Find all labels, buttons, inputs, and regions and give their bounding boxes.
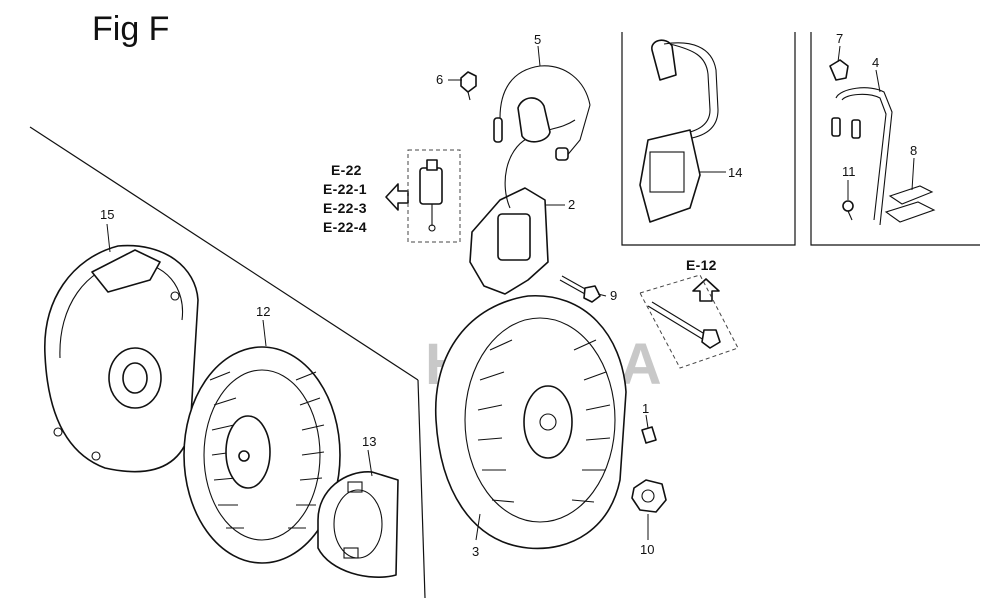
callout-7: 7 [836,31,843,46]
callout-9: 9 [610,288,617,303]
bolt-ref-box [639,274,739,369]
starter-pulley-part-13 [317,471,399,578]
screw-part-11 [842,200,854,221]
callout-10: 10 [640,542,654,557]
divider-line-vertical [417,379,426,599]
callout-14: 14 [728,165,742,180]
reference-e22-4: E-22-4 [323,219,367,235]
callout-4: 4 [872,55,879,70]
callout-6: 6 [436,72,443,87]
callout-2: 2 [568,197,575,212]
callout-12: 12 [256,304,270,319]
terminal-part-8 [884,185,936,223]
wire-harness-frame [810,32,980,246]
ignition-coil-part-2 [469,119,576,295]
flywheel-part-3 [434,295,627,550]
reference-e22-3: E-22-3 [323,200,367,216]
bolt-part-6 [460,71,477,101]
callout-15: 15 [100,207,114,222]
spark-plug-cap-part-5 [493,65,591,161]
figure-title: Fig F [92,10,170,48]
reference-arrow-left [385,183,409,211]
ignition-coil-frame [621,32,796,246]
reference-arrow-up [692,278,720,302]
callout-3: 3 [472,544,479,559]
switch-part [419,159,443,232]
callout-8: 8 [910,143,917,158]
callout-11: 11 [842,164,856,179]
flange-nut-part-10 [631,479,667,513]
callout-1: 1 [642,401,649,416]
reference-e22: E-22 [331,162,362,178]
harness-part-4 [831,87,893,226]
switch-ref-box [407,149,461,243]
cooling-fan-part-12 [183,346,341,564]
bolt-part-9 [559,275,601,303]
coil-assembly-part-14 [639,39,719,223]
leader-lines [106,45,915,541]
reference-e12: E-12 [686,257,717,273]
mounting-bolt-reference [647,301,721,349]
callout-5: 5 [534,32,541,47]
reference-e22-1: E-22-1 [323,181,367,197]
woodruff-key-part-1 [641,426,657,444]
fan-cover-part-15 [44,244,199,473]
divider-line [29,126,419,381]
clip-part-7 [829,59,849,81]
callout-13: 13 [362,434,376,449]
